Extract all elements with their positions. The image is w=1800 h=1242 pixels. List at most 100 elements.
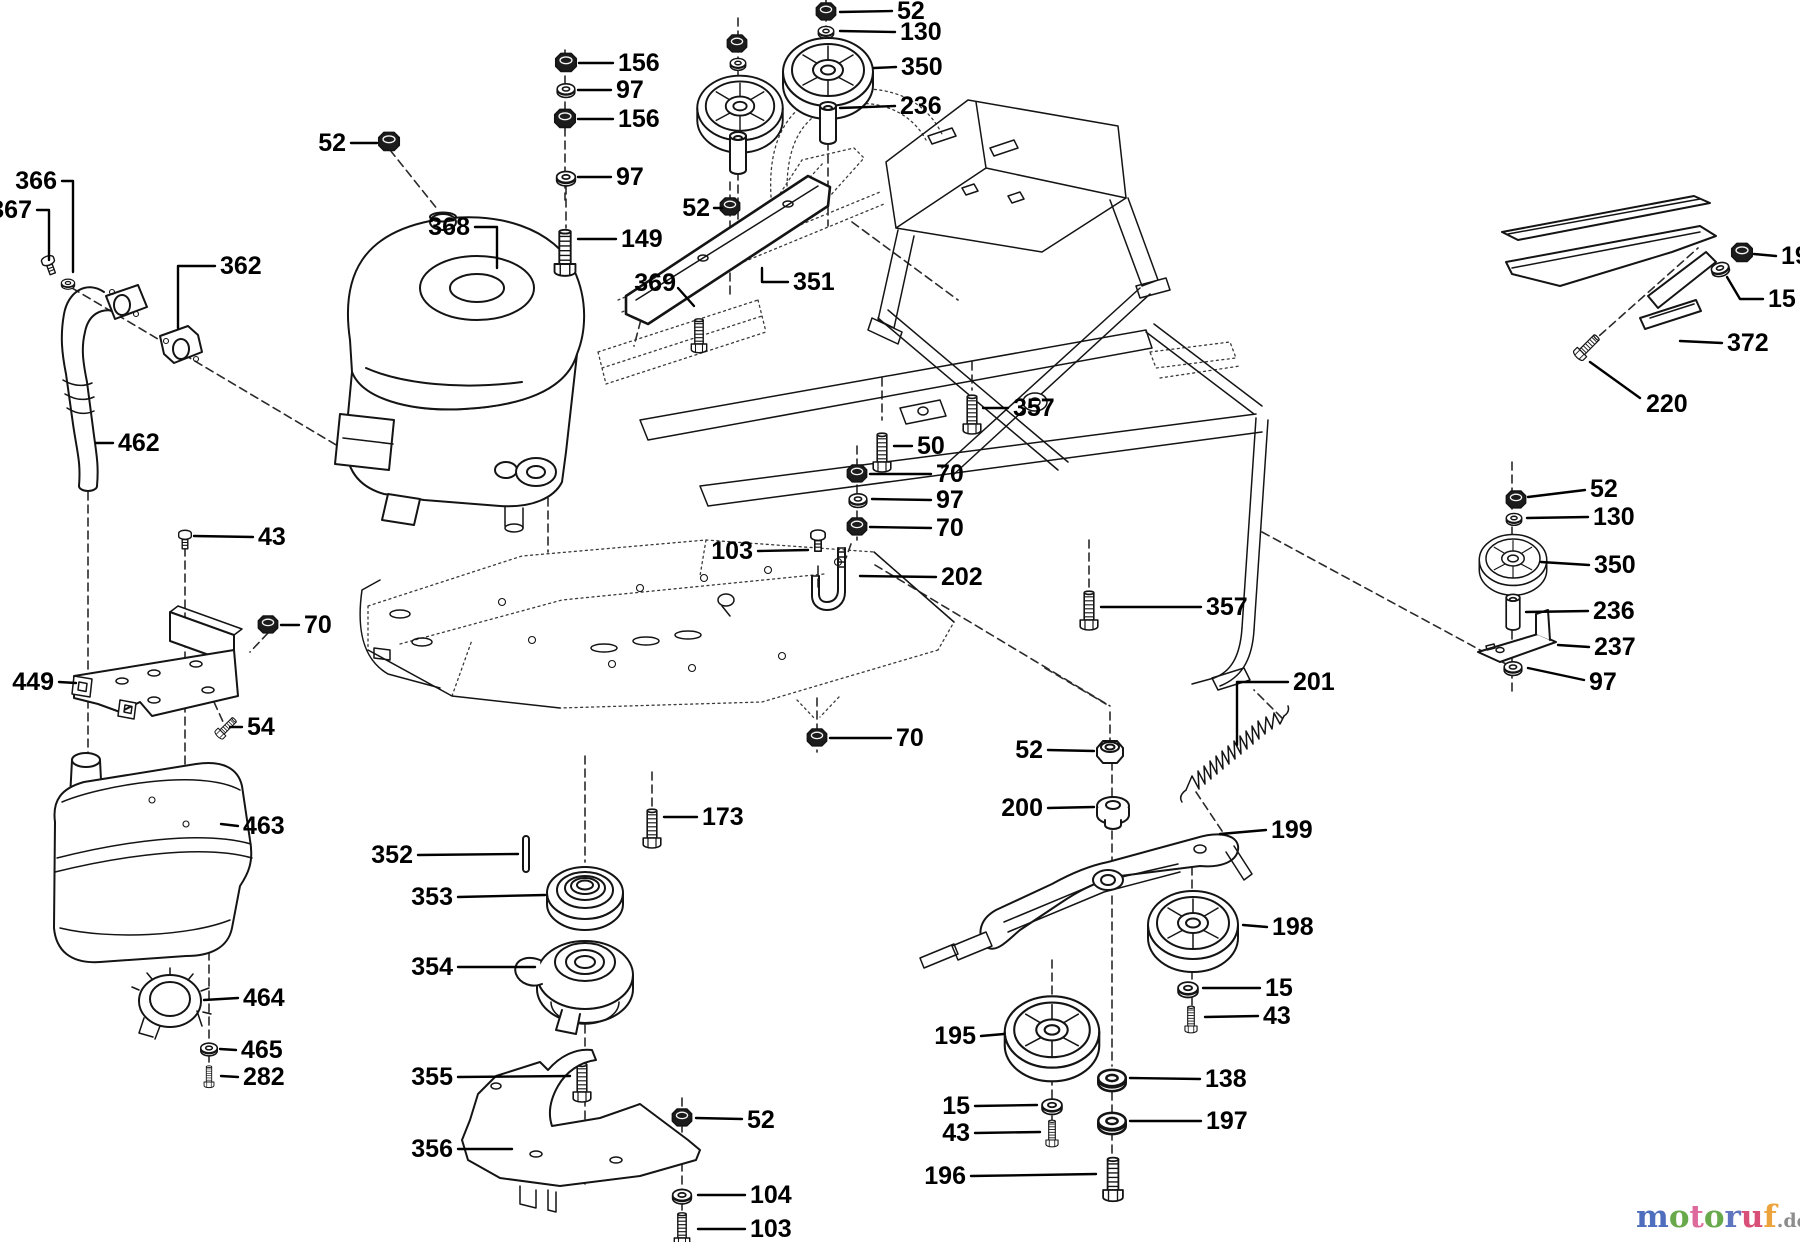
leader-line-449	[57, 680, 78, 685]
idler-arm-199-drawing	[919, 833, 1253, 969]
bolt-220	[1571, 331, 1603, 363]
part-label-199: 199	[1271, 816, 1313, 844]
washer-97-lower	[555, 170, 577, 187]
part-label-463: 463	[243, 812, 285, 840]
part-label-97: 97	[1589, 668, 1617, 696]
part-label-138: 138	[1205, 1065, 1247, 1093]
muffler-drawing	[53, 752, 253, 964]
logo-letter: o	[1669, 1199, 1690, 1235]
bolt-173	[642, 808, 662, 849]
pulley-353-drawing	[546, 866, 624, 931]
part-label-197: 197	[1206, 1107, 1248, 1135]
logo-letter: f	[1763, 1199, 1778, 1235]
part-label-97: 97	[616, 76, 644, 104]
part-label-350: 350	[1594, 551, 1636, 579]
leader-line-97	[1526, 666, 1586, 682]
logo-letter: r	[1725, 1199, 1742, 1235]
part-label-202: 202	[941, 563, 983, 591]
leader-line-366	[60, 179, 75, 274]
stud-236-left	[729, 131, 747, 175]
part-label-15: 15	[1265, 974, 1293, 1002]
leader-line-52	[1046, 748, 1096, 753]
plate-351-drawing	[624, 174, 832, 326]
nut-70-deck	[806, 728, 828, 747]
leader-line-195	[979, 1032, 1006, 1038]
washer-97-right	[1503, 660, 1523, 677]
part-label-462: 462	[118, 429, 160, 457]
leader-line-52	[1526, 488, 1587, 499]
key-352-drawing	[522, 835, 530, 873]
leader-line-70	[868, 525, 933, 530]
leader-line-201	[1235, 680, 1290, 747]
leader-line-52	[694, 1116, 744, 1121]
part-label-351: 351	[793, 268, 835, 296]
spacer-200-drawing	[1096, 796, 1130, 830]
leader-line-465	[218, 1047, 238, 1052]
logo-suffix: .de	[1777, 1210, 1800, 1232]
leader-line-237	[1556, 643, 1591, 649]
washer-97-top	[556, 83, 576, 99]
part-label-196: 196	[924, 1162, 966, 1190]
part-label-50: 50	[917, 432, 945, 460]
nut-52-right	[1505, 490, 1527, 509]
part-label-173: 173	[702, 803, 744, 831]
part-label-52: 52	[897, 0, 925, 25]
leader-line-199	[1218, 828, 1268, 836]
bolt-43-left	[1045, 1119, 1059, 1148]
part-label-15: 15	[1768, 285, 1796, 313]
logo-letter: u	[1741, 1199, 1764, 1235]
muffler-clamp-drawing	[131, 967, 212, 1040]
leader-line-372	[1678, 339, 1724, 345]
nut-70-lower	[846, 517, 868, 536]
part-label-43: 43	[258, 523, 286, 551]
plate-356-drawing	[461, 1048, 701, 1213]
part-label-97: 97	[936, 486, 964, 514]
part-label-70: 70	[304, 611, 332, 639]
part-label-103: 103	[750, 1215, 792, 1242]
part-label-15: 15	[942, 1092, 970, 1120]
leader-line-97	[870, 497, 933, 502]
stud-236-rightstack	[1505, 593, 1521, 631]
bolt-43-muffler	[177, 529, 193, 550]
part-label-130: 130	[900, 18, 942, 46]
leader-line-43	[973, 1130, 1042, 1135]
part-label-362: 362	[220, 252, 262, 280]
leader-line-362	[176, 264, 217, 330]
bolt-103-bottom	[673, 1212, 691, 1242]
part-label-236: 236	[1593, 597, 1635, 625]
part-label-368: 368	[428, 213, 470, 241]
logo-letter: o	[1704, 1199, 1725, 1235]
chassis-frame-drawing	[639, 99, 1269, 691]
nut-52-plate	[719, 197, 741, 216]
nut-70-upper	[846, 464, 868, 483]
leader-line-200	[1046, 805, 1096, 810]
bracket-237-drawing	[1477, 609, 1557, 663]
part-label-70: 70	[936, 460, 964, 488]
leader-line-369	[676, 286, 696, 308]
part-label-149: 149	[621, 225, 663, 253]
part-label-353: 353	[411, 883, 453, 911]
bolt-196	[1102, 1156, 1124, 1203]
part-label-52: 52	[682, 194, 710, 222]
washer-197	[1097, 1111, 1127, 1136]
part-label-352: 352	[371, 841, 413, 869]
part-label-372: 372	[1727, 329, 1769, 357]
logo-letter: t	[1690, 1199, 1705, 1235]
bolt-43-right	[1184, 1005, 1198, 1034]
part-label-52: 52	[747, 1106, 775, 1134]
washer-465	[200, 1042, 218, 1057]
leader-line-220	[1588, 360, 1642, 400]
logo-letter: m	[1636, 1199, 1669, 1235]
leader-line-368	[473, 225, 499, 270]
nut-70-muffler	[257, 615, 279, 634]
part-label-52: 52	[1015, 736, 1043, 764]
part-label-43: 43	[1263, 1002, 1291, 1030]
part-label-357: 357	[1013, 394, 1055, 422]
washer-130-rightstack	[1505, 512, 1523, 527]
leader-line-202	[858, 574, 938, 579]
leader-line-351	[760, 266, 790, 284]
nut-156-lower	[553, 108, 577, 129]
leader-line-350	[1539, 560, 1591, 567]
part-label-354: 354	[411, 953, 453, 981]
